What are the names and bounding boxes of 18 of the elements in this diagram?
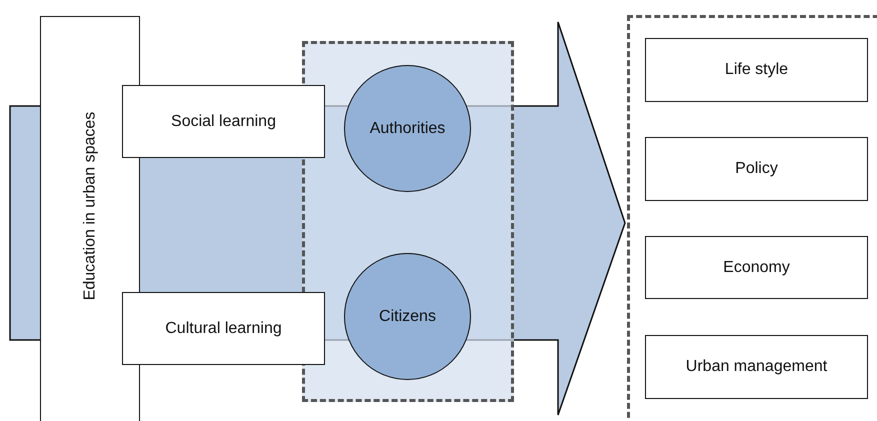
outcome-box <box>645 236 868 299</box>
outcome-box <box>645 38 868 102</box>
vertical-box <box>40 16 140 421</box>
dashed-group-box <box>302 41 514 402</box>
box-label: Policy <box>735 160 778 178</box>
actor-label: Citizens <box>379 308 436 326</box>
box-label: Education in urban spaces <box>81 112 99 300</box>
process-box <box>122 85 325 158</box>
box-label: Life style <box>724 61 788 79</box>
actor-label: Authorities <box>370 120 446 138</box>
outcome-box <box>645 137 868 201</box>
box-label: Social learning <box>171 112 276 130</box>
box-label: Economy <box>723 258 790 276</box>
outcome-box <box>645 335 868 399</box>
process-box <box>122 292 325 365</box>
box-label: Urban management <box>686 358 828 376</box>
block-arrow <box>9 21 626 416</box>
box-label: Cultural learning <box>165 320 282 338</box>
